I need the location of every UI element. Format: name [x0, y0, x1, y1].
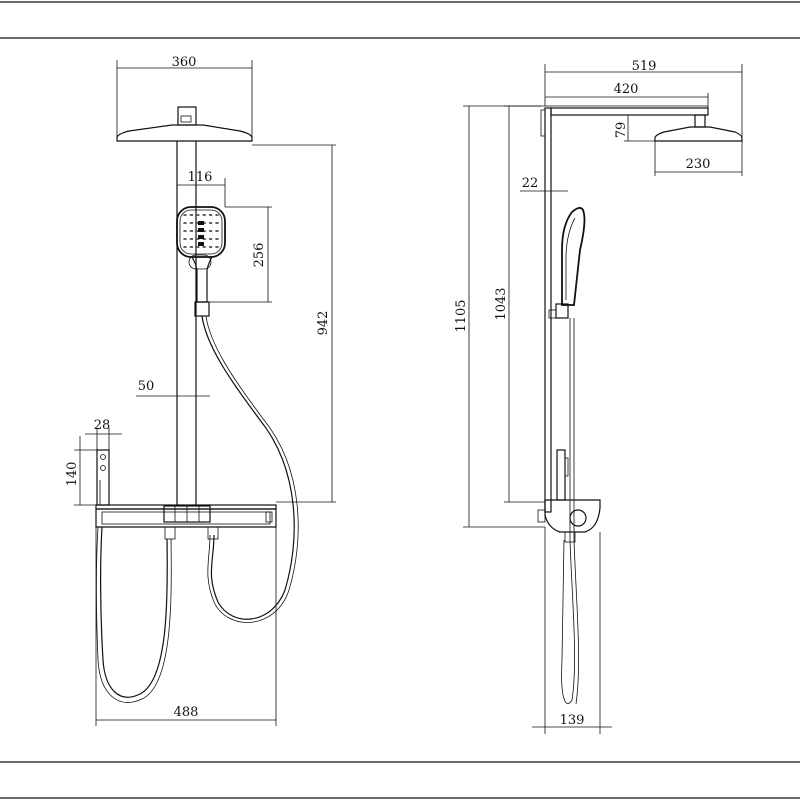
nozzle-dot	[183, 222, 187, 224]
dim-overhead-width: 360	[116, 55, 253, 138]
dim-label-519: 519	[632, 59, 657, 74]
nozzle-dot	[209, 230, 213, 232]
nozzle-dot	[189, 230, 193, 232]
dim-label-1043: 1043	[494, 287, 509, 320]
dim-console-width: 488	[95, 527, 277, 726]
nozzle-dot	[215, 246, 219, 248]
dim-label-230: 230	[686, 157, 711, 172]
dim-projection: 139	[532, 527, 612, 734]
dim-label-116: 116	[188, 170, 213, 185]
nozzle-dot	[183, 214, 187, 216]
overhead-shower-head	[116, 106, 253, 142]
nozzle-dot	[202, 222, 206, 224]
dim-label-942: 942	[316, 311, 331, 336]
nozzle-dot	[196, 222, 200, 224]
dim-label-360: 360	[172, 55, 197, 70]
nozzle-dot	[189, 222, 193, 224]
dim-arm-length: 420	[545, 82, 709, 108]
nozzle-dot	[189, 238, 193, 240]
center-nozzle	[198, 235, 204, 239]
dim-label-139: 139	[560, 713, 585, 728]
nozzle-dot	[202, 214, 206, 216]
nozzle-dot	[215, 238, 219, 240]
dim-column-height: 1043	[494, 105, 545, 503]
center-nozzle	[198, 228, 204, 232]
nozzle-dot	[196, 238, 200, 240]
dim-control-height: 140	[65, 436, 97, 506]
nozzle-dot	[202, 238, 206, 240]
dim-total-reach: 519	[544, 59, 743, 138]
nozzle-dot	[183, 238, 187, 240]
nozzle-dot	[183, 230, 187, 232]
nozzle-dot	[189, 246, 193, 248]
side-control	[96, 449, 110, 506]
nozzle-dot	[196, 214, 200, 216]
dim-label-50: 50	[138, 379, 155, 394]
handheld-hose	[201, 315, 295, 620]
nozzle-dot	[189, 214, 193, 216]
side-console	[537, 449, 601, 543]
dim-label-488: 488	[174, 705, 199, 720]
nozzle-dot	[209, 222, 213, 224]
dim-label-140: 140	[65, 462, 80, 487]
nozzle-dot	[215, 222, 219, 224]
nozzle-dot	[209, 238, 213, 240]
side-overhead-head	[654, 114, 743, 142]
dim-handheld-width: 116	[176, 170, 226, 207]
dim-height-to-overhead: 942	[252, 144, 336, 503]
nozzle-dot	[215, 230, 219, 232]
side-view: 519 420 79 230 22	[454, 59, 743, 734]
handheld-shower	[176, 206, 226, 317]
nozzle-dot	[209, 246, 213, 248]
nozzle-dot	[196, 246, 200, 248]
nozzle-dot	[196, 230, 200, 232]
vertical-pipe	[176, 141, 197, 506]
nozzle-dot	[202, 246, 206, 248]
dim-control-depth: 28	[85, 418, 122, 450]
center-nozzle	[198, 242, 204, 246]
dim-label-79: 79	[614, 122, 629, 139]
dim-label-420: 420	[614, 82, 639, 97]
dim-pipe-diameter: 50	[136, 379, 210, 397]
side-column	[540, 105, 709, 513]
console-shelf	[95, 504, 277, 540]
nozzle-dot	[209, 214, 213, 216]
dim-label-1105: 1105	[454, 299, 469, 332]
side-hose	[561, 318, 575, 704]
nozzle-dot	[183, 246, 187, 248]
dim-label-28: 28	[94, 418, 111, 433]
nozzle-dot	[202, 230, 206, 232]
center-nozzle	[198, 221, 204, 225]
dim-label-22: 22	[522, 176, 539, 191]
front-view: 360 116 256 942 50	[65, 55, 336, 726]
dim-label-256: 256	[252, 243, 267, 268]
dim-head-diameter: 230	[654, 141, 743, 176]
dim-handheld-height: 256	[209, 206, 272, 303]
dim-head-offset: 79	[614, 114, 695, 142]
dim-wall-gap: 22	[520, 176, 568, 192]
nozzle-dot	[215, 214, 219, 216]
handheld-nozzles	[183, 214, 219, 248]
hand-shower-hose	[100, 526, 168, 698]
side-handheld	[548, 207, 586, 319]
